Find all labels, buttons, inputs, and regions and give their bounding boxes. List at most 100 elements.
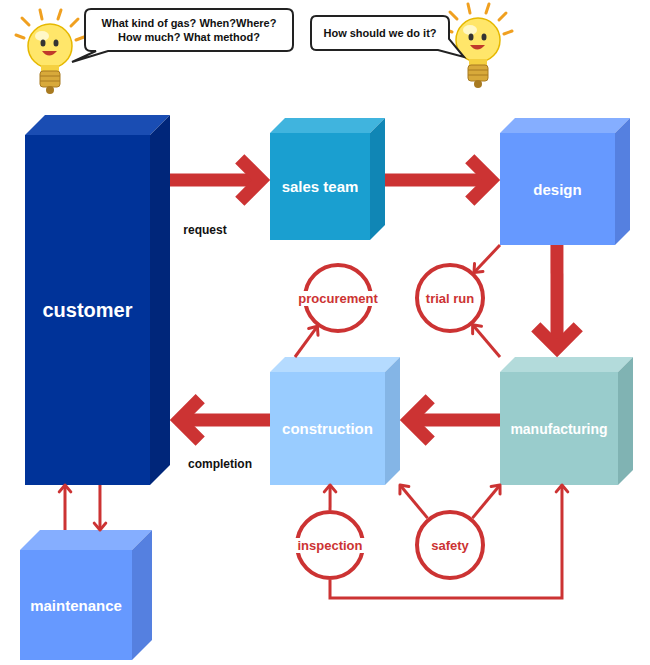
link-arrow (400, 485, 428, 518)
box-front-face (500, 133, 615, 245)
link-arrow (474, 245, 500, 273)
connector-line (170, 173, 261, 186)
node-label: sales team (282, 178, 359, 195)
node-label: maintenance (30, 597, 122, 614)
box-top-face (25, 115, 170, 135)
text-area: How should we do it? (310, 15, 450, 51)
speech-text: What kind of gas? When?Where? How much? … (96, 16, 282, 44)
node-label: manufacturing (510, 421, 607, 437)
circle-ring (417, 512, 483, 578)
connector-line (179, 413, 270, 426)
connector-line (385, 173, 491, 186)
connector-line (329, 485, 332, 510)
connector-line (98, 485, 101, 530)
link-arrow (94, 485, 106, 530)
box-top-face (270, 118, 385, 133)
activity-circle: safety (415, 510, 485, 580)
text-area: What kind of gas? When?Where? How much? … (84, 8, 294, 52)
speech-bubble: How should we do it? (310, 15, 450, 51)
process-box: design (500, 118, 630, 245)
box-top-face (500, 118, 630, 133)
box-front-face (20, 550, 132, 660)
arrow-head (470, 159, 491, 201)
bubble-shape (84, 8, 294, 52)
text-area: design (500, 133, 615, 245)
connector-line (330, 485, 562, 598)
connector-line (400, 485, 428, 518)
node-label: inspection (295, 538, 364, 553)
text-area: construction (270, 372, 385, 485)
link-arrow (330, 485, 568, 598)
activity-circle: inspection (295, 510, 365, 580)
text-area: procurement (303, 263, 373, 333)
activity-circle: trial run (415, 263, 485, 333)
arrow-head (491, 485, 500, 494)
text-area: manufacturing (500, 372, 618, 485)
text-area: trial run (415, 263, 485, 333)
connector-line (409, 413, 500, 426)
box-front-face (270, 372, 385, 485)
flow-arrow (385, 159, 491, 201)
flow-arrow (409, 399, 500, 441)
arrow-head (59, 485, 71, 492)
node-label: trial run (424, 291, 476, 306)
node-label: safety (429, 538, 471, 553)
text-area: safety (415, 510, 485, 580)
box-side-face (615, 118, 630, 245)
arrow-head (536, 327, 578, 348)
edge-label: completion (188, 457, 252, 471)
arrow-head (474, 264, 483, 273)
arrow-head (473, 325, 482, 334)
box-side-face (132, 530, 152, 660)
arrow-head (94, 523, 106, 530)
process-box: maintenance (20, 530, 152, 660)
link-arrow (473, 325, 500, 357)
speech-text: How should we do it? (323, 26, 436, 40)
connector-line (472, 485, 500, 518)
box-top-face (270, 357, 400, 372)
text-area: inspection (295, 510, 365, 580)
link-arrow (324, 485, 336, 510)
flow-arrow (179, 399, 270, 441)
arrow-head (409, 399, 430, 441)
speech-bubble: What kind of gas? When?Where? How much? … (84, 8, 294, 52)
process-box: sales team (270, 118, 385, 240)
bubble-outline (72, 9, 293, 62)
text-area: maintenance (20, 550, 132, 660)
link-arrow (295, 326, 318, 357)
arrow-head (400, 485, 409, 494)
bubble-outline (311, 16, 464, 57)
arrow-head (179, 399, 200, 441)
arrow-head (240, 159, 261, 201)
box-shape (20, 530, 152, 660)
connector-line (473, 325, 500, 357)
edge-label: request (183, 223, 226, 237)
link-arrow (472, 485, 500, 518)
flow-arrow (170, 159, 261, 201)
arrow-head (324, 485, 336, 492)
arrow-head (309, 326, 318, 335)
box-front-face (25, 135, 150, 485)
process-box: construction (270, 357, 400, 485)
circle-ring (417, 265, 483, 331)
node-label: design (533, 181, 581, 198)
box-side-face (370, 118, 385, 240)
activity-circle: procurement (303, 263, 373, 333)
lightbulb-mascot (16, 10, 84, 94)
connector-line (550, 245, 563, 348)
text-area: customer (25, 135, 150, 485)
arrow-head (556, 485, 568, 492)
connector-line (64, 485, 67, 530)
box-top-face (20, 530, 152, 550)
process-box: customer (25, 115, 170, 485)
node-label: procurement (296, 291, 379, 306)
box-side-face (618, 357, 633, 485)
connector-line (474, 245, 500, 273)
box-top-face (500, 357, 633, 372)
box-side-face (150, 115, 170, 485)
text-area: sales team (270, 133, 370, 240)
node-label: construction (282, 420, 373, 437)
box-side-face (385, 357, 400, 485)
